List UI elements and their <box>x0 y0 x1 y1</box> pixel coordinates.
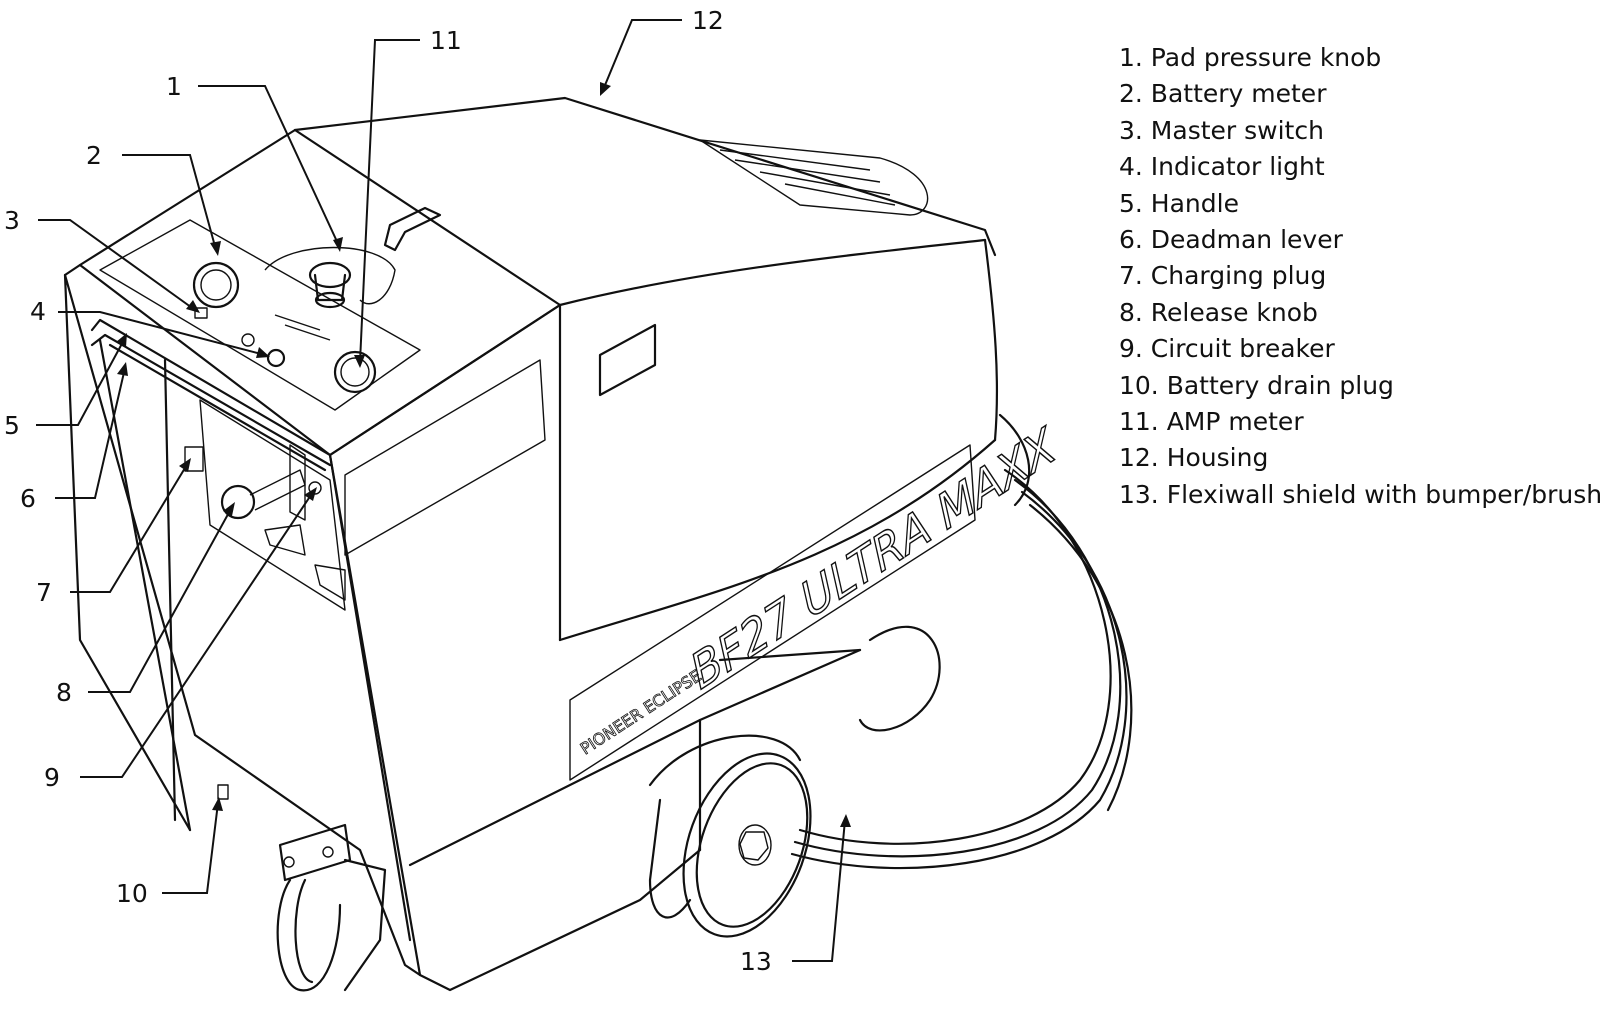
callout-numbers: 1 2 3 4 5 6 7 8 9 10 11 12 13 <box>4 6 772 976</box>
callout-number-2: 2 <box>86 141 102 170</box>
callout-number-7: 7 <box>36 578 52 607</box>
side-decal-brand: PIONEER ECLIPSE <box>577 666 705 758</box>
arrowhead-9 <box>304 487 317 501</box>
front-handle <box>90 318 332 472</box>
arrowhead-8 <box>223 502 235 516</box>
legend-item: 2. Battery meter <box>1119 79 1327 109</box>
lower-panel <box>184 399 346 800</box>
legend-item: 10. Battery drain plug <box>1119 370 1394 400</box>
legend-item: 3. Master switch <box>1119 115 1324 145</box>
arrowhead-2 <box>210 241 221 256</box>
side-decal-model: BF27 ULTRA MAXX <box>683 417 1064 701</box>
legend-item: 13. Flexiwall shield with bumper/brush <box>1119 479 1600 509</box>
legend-item: 7. Charging plug <box>1119 261 1327 291</box>
arrowhead-13 <box>840 814 851 827</box>
amp-meter-dial <box>333 350 377 394</box>
legend-item: 5. Handle <box>1119 188 1239 218</box>
legend-item: 6. Deadman lever <box>1119 225 1343 255</box>
legend-item: 1. Pad pressure knob <box>1119 43 1382 72</box>
callout-number-6: 6 <box>20 484 36 513</box>
callout-number-11: 11 <box>430 26 462 55</box>
caster-wheel <box>276 823 387 992</box>
callout-number-4: 4 <box>30 297 46 326</box>
arrowhead-6 <box>117 362 128 376</box>
indicator-light-shape <box>266 348 286 368</box>
leader-lines <box>36 19 851 962</box>
legend-item: 9. Circuit breaker <box>1119 334 1335 364</box>
legend-item: 12. Housing <box>1119 443 1269 473</box>
arrowhead-11 <box>354 355 365 368</box>
legend-item: 4. Indicator light <box>1119 152 1325 182</box>
callout-number-10: 10 <box>116 879 148 908</box>
legend-item: 11. AMP meter <box>1119 407 1304 437</box>
callout-number-13: 13 <box>740 947 772 976</box>
machine-body <box>63 96 999 992</box>
parts-legend: 1. Pad pressure knob 2. Battery meter 3.… <box>1119 40 1600 513</box>
main-wheel <box>648 734 812 938</box>
release-knob-shape <box>220 484 256 520</box>
top-handle <box>383 206 442 252</box>
arrowhead-12 <box>600 82 611 96</box>
battery-meter-dial <box>192 261 240 309</box>
callout-number-9: 9 <box>44 763 60 792</box>
arrowhead-3 <box>186 300 200 313</box>
flexiwall-shield <box>790 413 1133 870</box>
arrowhead-5 <box>116 333 127 347</box>
arrowhead-4 <box>256 347 270 358</box>
arrowhead-7 <box>179 458 191 472</box>
callout-number-3: 3 <box>4 206 20 235</box>
arrowhead-1 <box>333 237 343 252</box>
arrowhead-10 <box>212 797 223 811</box>
charging-plug-shape <box>184 446 204 472</box>
callout-number-1: 1 <box>166 72 182 101</box>
drain-plug-shape <box>217 784 229 800</box>
legend-item: 8. Release knob <box>1119 297 1318 327</box>
pad-pressure-knob-shape <box>308 261 352 289</box>
control-panel <box>99 206 442 411</box>
callout-number-12: 12 <box>692 6 724 35</box>
callout-number-5: 5 <box>4 411 20 440</box>
callout-number-8: 8 <box>56 678 72 707</box>
